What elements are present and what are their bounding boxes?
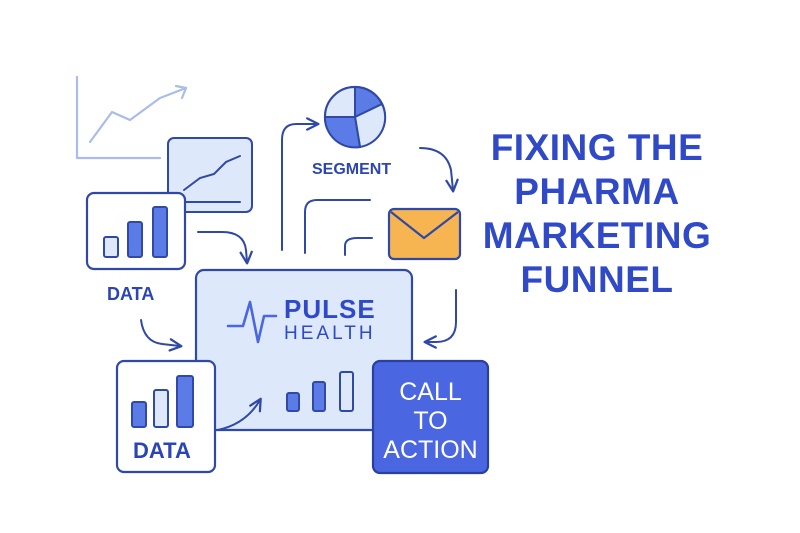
- arrow-data-to-panel: [140, 319, 183, 352]
- line-envelope-hook: [344, 237, 373, 256]
- brand-name: PULSE: [284, 294, 376, 324]
- connector-arrows: [140, 117, 459, 431]
- arrow-segment-to-envelope: [419, 147, 459, 193]
- trend-card: [167, 137, 253, 213]
- arrow-envelope-to-cta: [423, 289, 457, 349]
- bar-chart-icon: [103, 206, 168, 258]
- data-label-top: DATA: [107, 284, 155, 304]
- cta-line-2: TO: [413, 407, 448, 435]
- title-line-1: FIXING THE: [490, 127, 704, 168]
- cta-line-3: ACTION: [383, 436, 478, 464]
- pulse-health-panel: [194, 268, 414, 432]
- call-to-action-box: [371, 359, 490, 475]
- data-card-bottom: [115, 359, 217, 474]
- envelope-icon: [387, 207, 462, 261]
- brand-subname: HEALTH: [284, 323, 376, 344]
- segment-label: SEGMENT: [312, 161, 392, 178]
- title-line-4: FUNNEL: [520, 259, 674, 300]
- cta-line-1: CALL: [399, 378, 462, 406]
- data-label-bottom: DATA: [133, 438, 191, 463]
- pulse-logo-icon: [226, 300, 278, 344]
- pie-chart-icon: [323, 85, 387, 149]
- line-segment-down: [304, 199, 371, 254]
- arrow-card-to-panel: [197, 231, 253, 265]
- data-card-top: [85, 191, 187, 271]
- line-chart-icon: [75, 75, 188, 160]
- arrow-data-to-bars: [217, 397, 262, 431]
- arrow-to-segment: [281, 117, 320, 251]
- title-line-2: PHARMA: [514, 171, 680, 212]
- title-line-3: MARKETING: [482, 215, 712, 256]
